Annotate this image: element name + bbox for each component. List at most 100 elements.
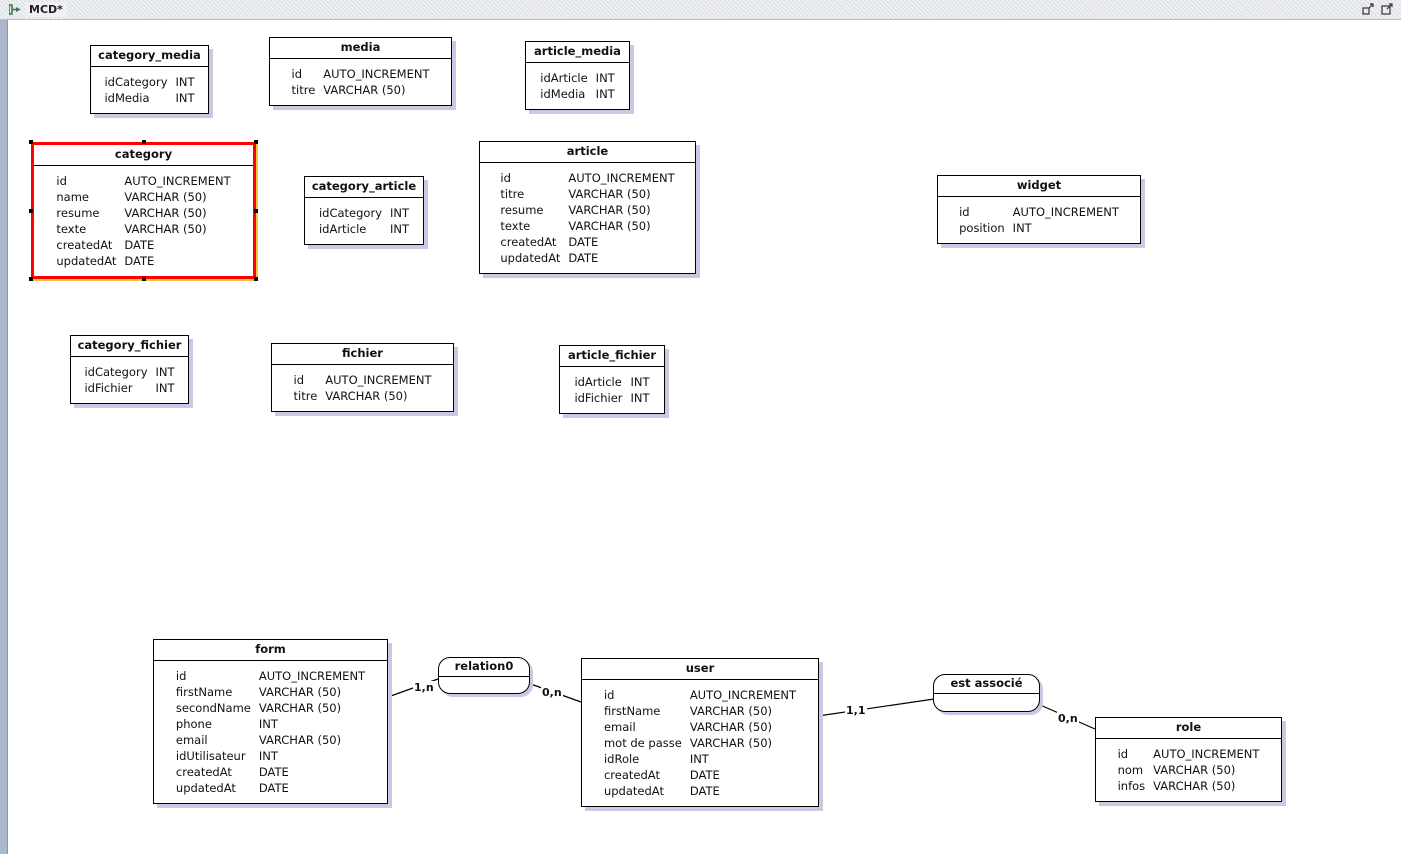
window-titlebar: MCD* [0, 0, 1401, 20]
attribute-row: idUtilisateur INT [172, 748, 369, 764]
association-title: relation0 [439, 658, 529, 677]
attribute-type: AUTO_INCREMENT [323, 67, 430, 81]
attribute-name: createdAt [603, 768, 660, 782]
entity-title: media [270, 38, 451, 59]
attribute-name: titre [293, 389, 318, 403]
attribute-name: id [291, 67, 303, 81]
attribute-type: INT [595, 87, 615, 101]
association-est-associe[interactable]: est associé [933, 674, 1040, 712]
entity-title: category_media [91, 46, 208, 67]
attribute-type: INT [630, 375, 650, 389]
window-title: MCD* [25, 2, 67, 17]
selection-handle[interactable] [141, 140, 146, 144]
attribute-name: idMedia [540, 87, 586, 101]
selection-handle[interactable] [29, 140, 33, 144]
attribute-name: id [293, 373, 305, 387]
selection-handle[interactable] [254, 140, 258, 144]
attribute-type: DATE [568, 235, 599, 249]
attribute-name: phone [175, 717, 212, 731]
cardinality-est-associe-role: 0,n [1057, 712, 1079, 725]
attribute-name: idFichier [574, 391, 623, 405]
attribute-name: id [603, 688, 615, 702]
restore-icon[interactable] [1362, 3, 1374, 15]
attribute-type: AUTO_INCREMENT [1012, 205, 1119, 219]
attribute-type: VARCHAR (50) [689, 704, 773, 718]
attribute-name: position [959, 221, 1005, 235]
attribute-row: id AUTO_INCREMENT [52, 173, 234, 189]
attribute-name: idCategory [84, 365, 148, 379]
attribute-row: createdAt DATE [496, 234, 678, 250]
selection-handle[interactable] [254, 208, 258, 213]
attribute-row: id AUTO_INCREMENT [288, 66, 434, 82]
attribute-name: infos [1117, 779, 1146, 793]
attribute-type: INT [175, 91, 195, 105]
attribute-name: titre [291, 83, 316, 97]
attribute-name: idUtilisateur [175, 749, 246, 763]
attribute-name: id [56, 174, 67, 188]
attribute-name: createdAt [175, 765, 232, 779]
association-relation0[interactable]: relation0 [438, 657, 530, 694]
attribute-type: AUTO_INCREMENT [124, 174, 231, 188]
selection-handle[interactable] [141, 277, 146, 281]
attribute-type: VARCHAR (50) [124, 222, 207, 236]
attribute-type: AUTO_INCREMENT [325, 373, 432, 387]
entity-title: category_fichier [71, 336, 188, 357]
entity-title: article [480, 142, 695, 163]
entity-title: category_article [305, 177, 423, 198]
attribute-type: AUTO_INCREMENT [1153, 747, 1260, 761]
attribute-name: createdAt [500, 235, 557, 249]
attribute-type: INT [258, 749, 278, 763]
entity-title: article_media [526, 42, 629, 63]
attribute-name: titre [500, 187, 525, 201]
selection-handle[interactable] [254, 277, 258, 281]
maximize-icon[interactable] [1381, 3, 1393, 15]
attribute-name: id [959, 205, 970, 219]
attribute-type: VARCHAR (50) [124, 206, 207, 220]
cardinality-form-relation0: 1,n [413, 681, 435, 694]
selection-handle[interactable] [29, 277, 33, 281]
left-panel-edge [0, 20, 8, 854]
entity-title: fichier [272, 344, 453, 365]
cardinality-user-est-associe: 1,1 [845, 704, 867, 717]
selection-handle[interactable] [29, 208, 33, 213]
attribute-type: INT [155, 365, 175, 379]
attribute-type: DATE [124, 254, 155, 268]
